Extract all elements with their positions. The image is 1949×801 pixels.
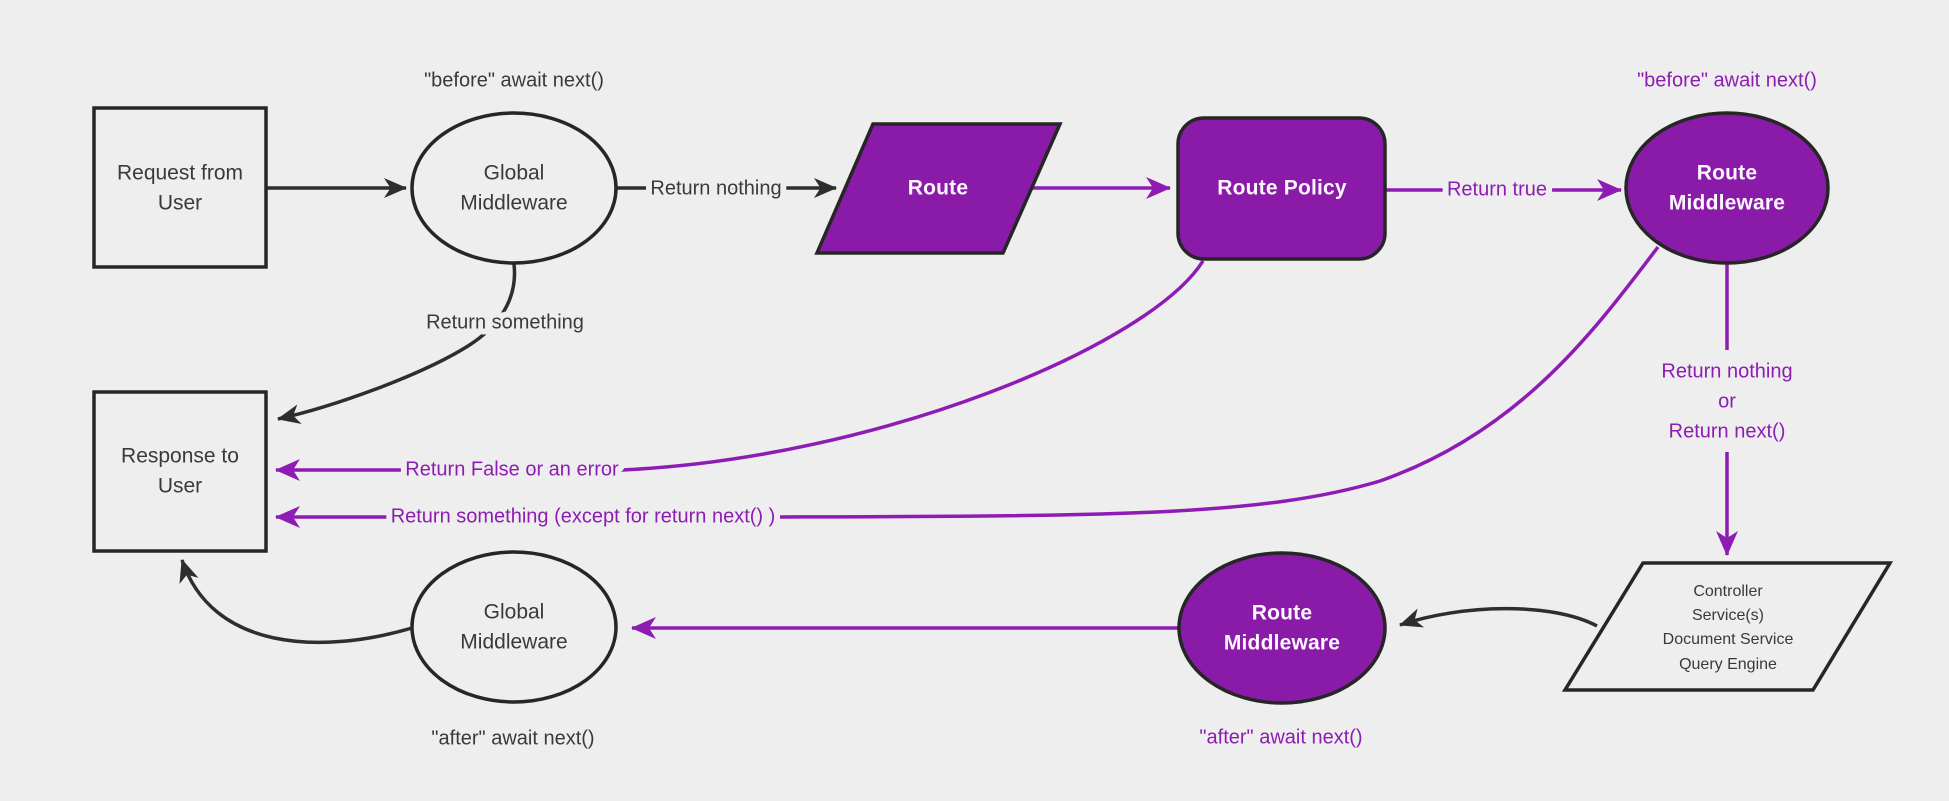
label-return-something-except: Return something (except for return next… [391, 505, 776, 527]
label-return-nothing: Return nothing [650, 177, 781, 199]
controller-line4: Query Engine [1679, 656, 1777, 673]
edge-route-middleware-to-response [275, 245, 1660, 528]
controller-line2: Service(s) [1692, 607, 1764, 624]
label-before-await-next-route: "before" await next() [1637, 69, 1817, 91]
node-request-from-user: Request from User [92, 106, 268, 269]
global-middleware-top-line1: Global [484, 162, 545, 185]
route-label: Route [908, 177, 969, 200]
request-label-line2: User [158, 192, 202, 215]
node-route-policy: Route Policy [1176, 116, 1387, 261]
node-route-middleware-top: Route Middleware [1624, 111, 1830, 265]
label-return-something: Return something [426, 311, 584, 333]
label-before-await-next-global: "before" await next() [424, 69, 604, 91]
label-return-false-or-error: Return False or an error [405, 458, 619, 480]
controller-line1: Controller [1693, 583, 1763, 600]
response-label-line2: User [158, 475, 202, 498]
node-route: Route [814, 122, 1063, 255]
label-return-nothing-or-line3: Return next() [1669, 420, 1786, 442]
node-route-middleware-bottom: Route Middleware [1177, 551, 1387, 705]
edge-global-middleware-to-response [277, 263, 517, 424]
node-controller-services: Controller Service(s) Document Service Q… [1561, 561, 1894, 692]
label-after-await-next-route: "after" await next() [1199, 726, 1362, 748]
controller-line3: Document Service [1663, 631, 1794, 648]
edge-controller-to-route-middleware-bottom [1399, 606, 1598, 628]
global-middleware-bottom-line2: Middleware [460, 631, 567, 654]
edge-global-middleware-to-response-bottom [179, 559, 413, 645]
route-middleware-bottom-line2: Middleware [1224, 632, 1340, 655]
response-label-line1: Response to [121, 445, 239, 468]
node-global-middleware-top: Global Middleware [410, 111, 618, 265]
global-middleware-bottom-line1: Global [484, 601, 545, 624]
node-response-to-user: Response to User [92, 390, 268, 553]
request-label-line1: Request from [117, 162, 243, 185]
label-after-await-next-global: "after" await next() [431, 727, 594, 749]
route-policy-label: Route Policy [1217, 177, 1347, 200]
label-return-true: Return true [1447, 178, 1547, 200]
node-global-middleware-bottom: Global Middleware [410, 550, 618, 704]
global-middleware-top-line2: Middleware [460, 192, 567, 215]
label-return-nothing-or-line1: Return nothing [1661, 360, 1792, 382]
route-middleware-top-line2: Middleware [1669, 192, 1785, 215]
label-return-nothing-or-line2: or [1718, 390, 1736, 412]
edge-route-policy-to-response [275, 260, 1205, 481]
route-middleware-top-line1: Route [1697, 162, 1758, 185]
route-middleware-bottom-line1: Route [1252, 602, 1313, 625]
